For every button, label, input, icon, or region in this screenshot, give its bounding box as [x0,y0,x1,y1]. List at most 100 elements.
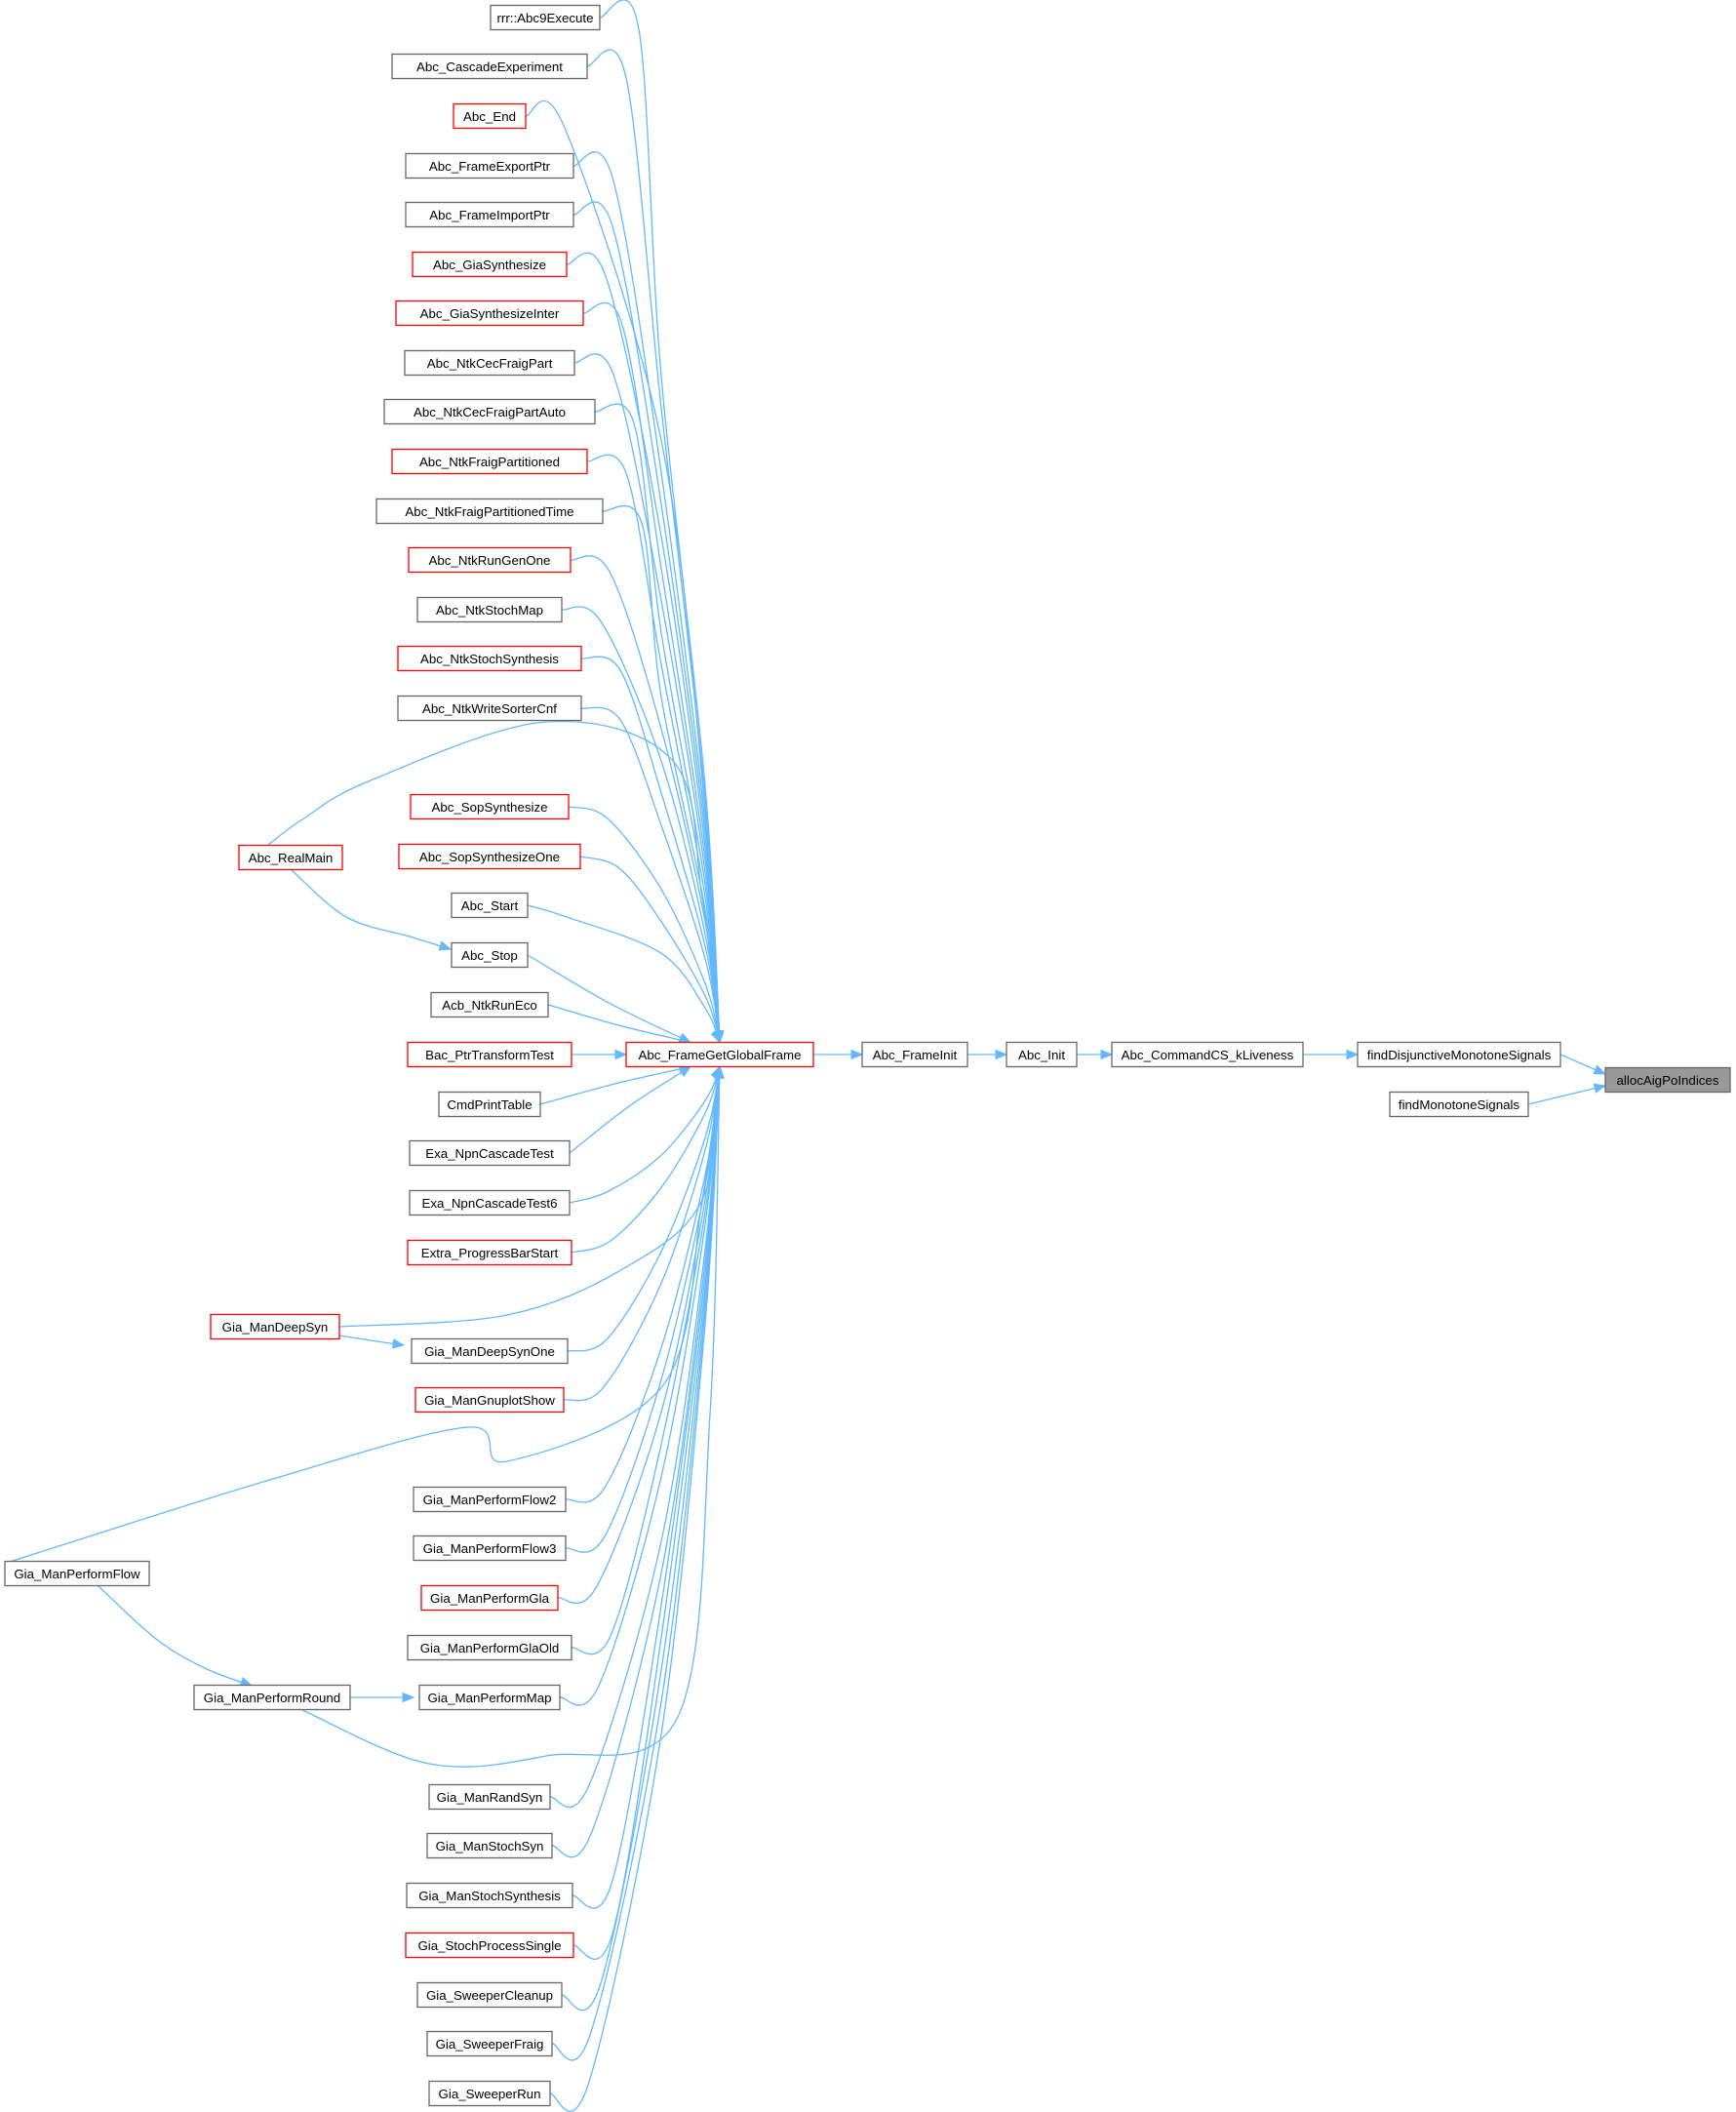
node-label: Abc_FrameGetGlobalFrame [638,1048,801,1062]
graph-node[interactable]: Gia_ManStochSyn [426,1832,553,1859]
graph-node[interactable]: Extra_ProgressBarStart [407,1239,572,1266]
graph-node[interactable]: Gia_ManDeepSyn [210,1313,340,1340]
graph-node[interactable]: Abc_FrameInit [861,1041,968,1068]
graph-node[interactable]: Abc_NtkFraigPartitionedTime [375,498,604,525]
node-label: Abc_Init [1018,1048,1065,1062]
graph-node[interactable]: Abc_Start [451,892,529,919]
graph-node[interactable]: Abc_SopSynthesizeOne [398,843,581,870]
call-edge [549,1066,721,1809]
graph-node[interactable]: Gia_ManPerformRound [193,1684,351,1711]
graph-node[interactable]: findDisjunctiveMonotoneSignals [1357,1041,1561,1068]
graph-node[interactable]: Abc_GiaSynthesizeInter [395,299,584,327]
node-box [391,53,588,80]
node-label: Gia_SweeperFraig [436,2037,544,2052]
node-box [210,1313,340,1340]
node-label: Gia_ManPerformRound [204,1691,340,1705]
graph-node[interactable]: Abc_NtkStochMap [416,596,563,623]
node-label: findMonotoneSignals [1399,1097,1520,1112]
graph-node[interactable]: Gia_SweeperFraig [426,2030,553,2057]
graph-node[interactable]: Abc_FrameExportPtr [405,152,574,179]
graph-node[interactable]: Abc_NtkStochSynthesis [397,645,582,672]
node-label: Abc_FrameInit [873,1048,958,1062]
call-edge [567,1066,721,1352]
graph-node[interactable]: Abc_FrameGetGlobalFrame [625,1041,814,1068]
graph-node[interactable]: Abc_NtkCecFraigPart [404,349,575,377]
graph-node[interactable]: Acb_NtkRunEco [430,991,549,1018]
call-edge [561,1066,721,2012]
graph-node[interactable]: Gia_ManPerformGlaOld [407,1634,572,1661]
node-label: Abc_NtkStochMap [436,603,543,618]
graph-node[interactable]: Exa_NpnCascadeTest [409,1139,571,1167]
graph-node[interactable]: Gia_ManPerformFlow3 [413,1534,567,1562]
edge-arrowhead [678,1065,692,1078]
graph-node[interactable]: Abc_RealMain [238,844,343,871]
edge-arrowhead [1593,1064,1607,1075]
graph-node[interactable]: allocAigPoIndices [1604,1066,1731,1094]
graph-node[interactable]: CmdPrintTable [438,1091,541,1118]
call-edge [582,301,721,1043]
graph-node[interactable]: Gia_StochProcessSingle [405,1932,574,1959]
call-edge [551,1066,721,2061]
graph-node[interactable]: Abc_CascadeExperiment [391,53,588,80]
graph-node[interactable]: Gia_SweeperCleanup [416,1981,563,2009]
graph-node[interactable]: Gia_ManGnuplotShow [414,1386,565,1414]
graph-node[interactable]: Gia_SweeperRun [428,2080,551,2107]
call-edge [571,1066,721,1254]
node-box [395,299,584,327]
node-label: Abc_SopSynthesizeOne [419,850,560,864]
node-box [413,1486,567,1513]
node-box [238,844,343,871]
graph-node[interactable]: Abc_Stop [451,941,529,969]
node-box [408,546,572,574]
node-label: Abc_FrameExportPtr [429,159,551,174]
call-edge [594,403,721,1043]
node-label: Gia_ManRandSyn [437,1790,543,1805]
node-box [407,1239,572,1266]
graph-node[interactable]: Gia_ManDeepSynOne [411,1337,569,1365]
graph-node[interactable]: Gia_ManRandSyn [428,1783,551,1811]
graph-node[interactable]: rrr::Abc9Execute [490,4,601,31]
graph-node[interactable]: Gia_ManPerformFlow2 [413,1486,567,1513]
call-edge [1527,1085,1606,1105]
graph-node[interactable]: Abc_CommandCS_kLiveness [1111,1041,1304,1068]
node-box [391,448,588,475]
graph-node[interactable]: Gia_ManPerformGla [420,1584,559,1612]
call-edge [571,1066,721,1655]
node-box [407,1634,572,1661]
node-box [405,201,574,228]
graph-node[interactable]: findMonotoneSignals [1389,1091,1529,1118]
node-box [397,645,582,672]
graph-node[interactable]: Abc_End [453,102,527,130]
graph-node[interactable]: Abc_NtkRunGenOne [408,546,572,574]
node-label: Extra_ProgressBarStart [421,1246,559,1260]
graph-node[interactable]: Abc_NtkWriteSorterCnf [397,695,582,722]
node-box [426,2030,553,2057]
node-label: Abc_NtkFraigPartitionedTime [405,504,573,519]
call-edge [586,49,721,1043]
graph-node[interactable]: Abc_FrameImportPtr [405,201,574,228]
graph-node[interactable]: Gia_ManPerformMap [418,1684,561,1711]
graph-node[interactable]: Gia_ManStochSynthesis [406,1882,573,1909]
node-label: Gia_SweeperCleanup [426,1988,553,2003]
node-label: Abc_FrameImportPtr [429,208,550,222]
node-label: Gia_ManStochSyn [436,1839,544,1853]
call-edge [579,856,721,1043]
graph-node[interactable]: Abc_Init [1006,1041,1078,1068]
graph-node[interactable]: Exa_NpnCascadeTest6 [409,1189,571,1216]
node-box [451,892,529,919]
graph-node[interactable]: Abc_SopSynthesize [410,793,570,820]
graph-node[interactable]: Abc_GiaSynthesize [412,251,568,278]
node-label: findDisjunctiveMonotoneSignals [1367,1048,1552,1062]
node-label: Abc_NtkCecFraigPartAuto [414,405,566,419]
edge-arrowhead [1346,1049,1360,1060]
node-box [428,1783,551,1811]
call-edge [338,1066,721,1328]
graph-node[interactable]: Abc_NtkFraigPartitioned [391,448,588,475]
graph-node[interactable]: Bac_PtrTransformTest [407,1041,572,1068]
graph-node[interactable]: Gia_ManPerformFlow [4,1560,150,1587]
node-label: Abc_Start [461,898,519,913]
graph-node[interactable]: Abc_NtkCecFraigPartAuto [383,398,596,425]
call-edge [602,504,721,1043]
node-box [409,1139,571,1167]
node-label: Abc_GiaSynthesize [433,258,546,272]
